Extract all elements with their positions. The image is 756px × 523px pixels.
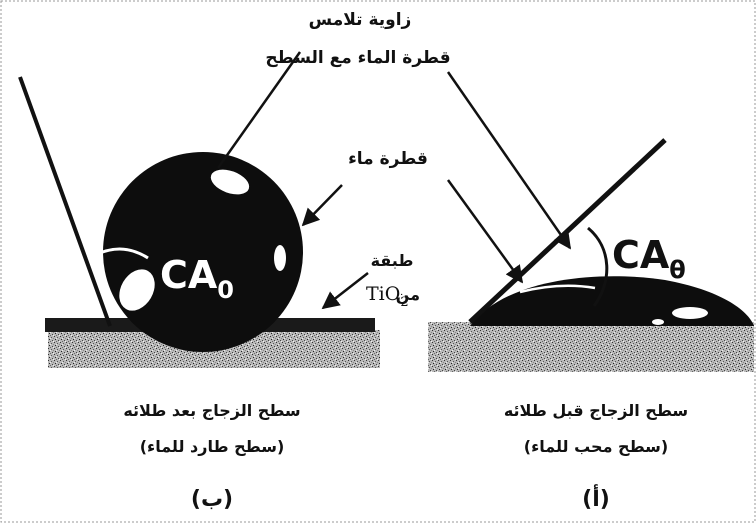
arrow-to-drop-left <box>303 185 342 225</box>
panel-letter-right: (أ) <box>582 483 610 512</box>
layer-label: طبقة <box>371 251 414 270</box>
caption-right-line2: (سطح محب للماء) <box>524 437 668 456</box>
drop-highlight-right <box>274 245 286 271</box>
tangent-line-left <box>20 77 110 326</box>
glass-substrate-right <box>428 322 754 372</box>
layer-from-label: من <box>396 285 420 304</box>
panel-letter-left: (ب) <box>191 487 233 512</box>
contact-angle-label: زاوية تلامس <box>309 10 412 30</box>
drop-right-highlight-2 <box>652 319 664 325</box>
ca-theta-label: CAθ <box>612 233 686 284</box>
drop-right-highlight-1 <box>672 307 708 319</box>
leader-drop-on-surface <box>218 52 300 168</box>
arrow-to-coating <box>323 273 368 308</box>
panel-left: CA0 <box>20 77 380 368</box>
arrow-contact-angle <box>448 72 570 248</box>
caption-left-line2: (سطح طارد للماء) <box>140 437 285 456</box>
water-drop-label: قطرة ماء <box>348 149 428 169</box>
arrow-to-drop-right <box>448 180 522 282</box>
drop-on-surface-label: قطرة الماء مع السطح <box>265 48 450 68</box>
caption-right-line1: سطح الزجاج قبل طلائه <box>504 401 688 420</box>
panel-right: CAθ <box>428 72 754 372</box>
caption-left-line1: سطح الزجاج بعد طلائه <box>123 401 300 420</box>
